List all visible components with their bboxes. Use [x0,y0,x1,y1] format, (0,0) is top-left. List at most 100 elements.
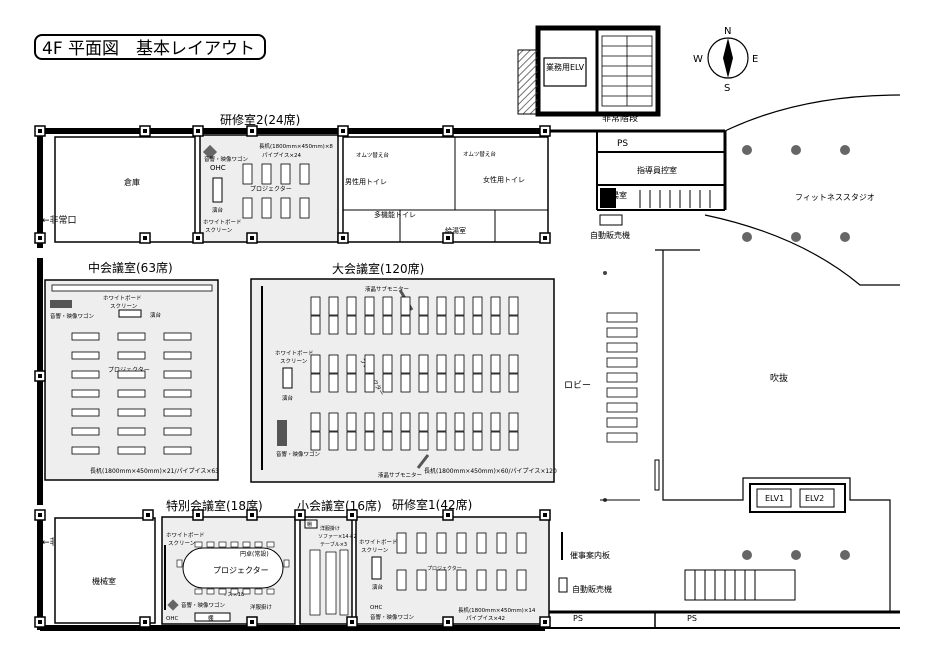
chu-podium [118,309,142,318]
desk [490,315,501,335]
chair [283,559,290,568]
column-core [196,236,200,240]
lobby-columns [603,271,607,502]
desk [382,315,393,335]
dai-note: 長机(1800mm×450mm)×60/パイプイス×120 [424,467,557,475]
vending-label-2: 自動販売機 [572,584,612,594]
desk [418,431,429,451]
desk [117,351,146,360]
atrium-label: 吹抜 [770,372,788,384]
kenshu2-desk: 長机(1800mm×450mm)×8 [259,142,333,150]
toku-ohc: OHC [166,616,178,622]
column-core [446,236,450,240]
elevator-2 [799,488,835,508]
bench [606,387,638,398]
dai-monitor-2: 液晶サブモニター [378,471,422,479]
desk [508,431,519,451]
desk [328,431,339,451]
kenshu2-av-icon [202,144,218,160]
kenshu1-desk: 長机(1800mm×450mm)×14 [458,606,536,614]
desk [400,354,411,374]
column-core [38,236,42,240]
desk [346,431,357,451]
notice-board-label: 催事案内板 [570,550,610,560]
toilet-block: オムツ替え台 オムツ替え台 男性用トイレ 女性用トイレ 多機能トイレ 給湯室 [342,136,549,243]
dai-monitor-2-icon [416,454,430,469]
toku-hanger: 洋服掛け [250,603,273,611]
column-core [143,129,147,133]
instructor-room-label: 指導員控室 [637,165,677,175]
desk [496,569,507,591]
desk [490,412,501,432]
desk [382,373,393,393]
desk [163,446,192,455]
desk [516,569,527,591]
desk [516,532,527,554]
desk [416,532,427,554]
desk [472,296,483,316]
desk [508,315,519,335]
toku-chair-set [176,541,290,595]
desk [400,315,411,335]
bench [606,342,638,353]
desk [472,431,483,451]
desk [310,315,321,335]
chu-note: 長机(1800mm×450mm)×21/パイプイス×63 [90,467,219,475]
desk [490,354,501,374]
kenshu2-ohc: OHC [210,164,226,172]
column-core [250,129,254,133]
desk [396,532,407,554]
desk [454,315,465,335]
kenshu1-podium [371,556,382,580]
elv1-label: ELV1 [765,494,784,503]
desk [117,332,146,341]
desk [400,373,411,393]
desk [310,373,321,393]
desk [436,315,447,335]
desk [382,412,393,432]
chair [176,559,183,568]
dai-av: 音響・映像ワゴン [276,450,321,458]
column-core [350,513,354,517]
column-core [543,620,547,624]
dai-av-icon [277,420,287,446]
desk [163,370,192,379]
column-core [543,129,547,133]
toku-av-icon [167,599,179,611]
column-core [543,513,547,517]
chair [206,588,215,595]
desk [418,315,429,335]
desk [476,532,487,554]
compass-w: W [693,54,703,65]
desk [163,427,192,436]
mens-toilet: 男性用トイレ [345,177,387,186]
desk [364,354,375,374]
chair [218,541,227,548]
desk [364,315,375,335]
desk [163,332,192,341]
compass-needle [723,38,733,78]
emergency-stairs-label: 非常階段 [602,112,638,124]
dai-title: 大会議室(120席) [332,261,424,276]
desk [382,296,393,316]
desk [490,296,501,316]
toku-board-label: ホワイトボード [166,531,205,539]
chu-projector: プロジェクター [108,366,150,374]
desk [346,296,357,316]
kenshu1-projector: プロジェクター [427,565,462,572]
chu-board [51,284,213,292]
vending-label-1: 自動販売機 [590,230,630,240]
structural-columns [34,125,551,628]
machine-room-label: 機械室 [92,576,116,586]
chair [230,541,239,548]
desk [454,296,465,316]
column-core [38,513,42,517]
column-core [143,236,147,240]
kenshu2-podium-label: 演台 [212,206,224,214]
dai-board-label: ホワイトボード [275,349,314,357]
kenshu2-desks [242,163,310,219]
desk [456,569,467,591]
desk [508,354,519,374]
column-core [446,129,450,133]
storage-room [54,136,196,243]
